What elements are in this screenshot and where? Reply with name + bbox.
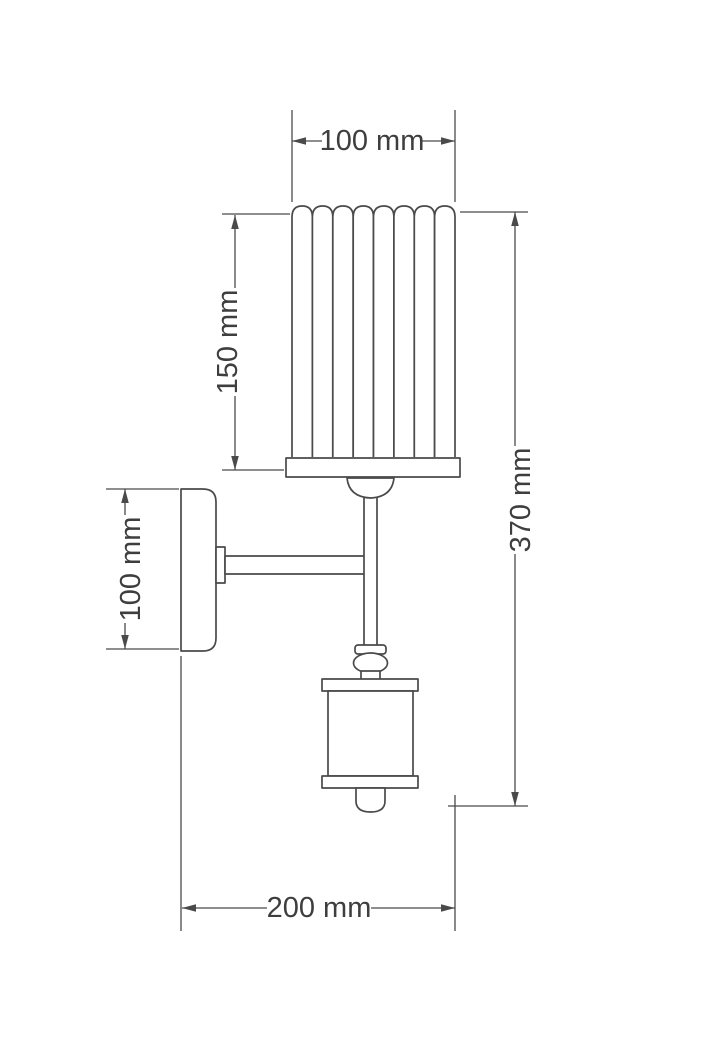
shade-rib bbox=[331, 205, 355, 457]
dim-overall-height: 370 mm bbox=[448, 211, 538, 807]
dim-overall-depth: 200 mm bbox=[180, 656, 456, 931]
arrowhead-down bbox=[121, 635, 129, 649]
shade-rib bbox=[413, 205, 436, 457]
dim-backplate-height: 100 mm bbox=[106, 488, 179, 650]
arrowhead-right bbox=[441, 137, 455, 145]
dim-shade-height: 150 mm bbox=[211, 213, 290, 471]
sconce-line-art bbox=[180, 205, 461, 813]
shade-rib bbox=[433, 205, 456, 457]
stem bbox=[363, 496, 378, 648]
canister-body bbox=[327, 690, 414, 777]
shade-rib bbox=[372, 205, 395, 457]
arrowhead-up bbox=[511, 212, 519, 226]
dimension-annotations: 100 mm 150 mm 370 mm bbox=[106, 110, 538, 931]
arrowhead-right bbox=[441, 904, 455, 912]
dim-label-overall-height: 370 mm bbox=[505, 448, 537, 553]
arm-flange bbox=[215, 546, 226, 584]
dim-shade-width: 100 mm bbox=[291, 110, 456, 202]
canister-bottom-cap bbox=[321, 775, 419, 789]
shade-rib bbox=[291, 205, 314, 457]
shade-base-plate bbox=[285, 457, 461, 478]
wall-backplate bbox=[180, 488, 217, 652]
arrowhead-left bbox=[292, 137, 306, 145]
dim-label-shade-height: 150 mm bbox=[212, 290, 244, 395]
dim-label-backplate-height: 100 mm bbox=[115, 517, 147, 622]
ribbed-shade bbox=[291, 205, 456, 457]
bottom-canister bbox=[321, 678, 419, 813]
arrowhead-down bbox=[511, 792, 519, 806]
arrowhead-up bbox=[231, 215, 239, 229]
finial-bulb bbox=[352, 652, 389, 674]
dim-label-overall-depth: 200 mm bbox=[267, 892, 372, 924]
bottom-knob bbox=[355, 787, 386, 813]
shade-rib bbox=[352, 205, 375, 457]
dim-label-shade-width: 100 mm bbox=[320, 125, 425, 157]
shade-rib bbox=[311, 205, 334, 457]
arrowhead-left bbox=[182, 904, 196, 912]
stem-finial bbox=[352, 644, 389, 681]
canister-top-cap bbox=[321, 678, 419, 692]
shade-rib bbox=[393, 205, 416, 457]
arm bbox=[224, 555, 366, 575]
candle-cup bbox=[346, 477, 395, 499]
arrowhead-up bbox=[121, 489, 129, 503]
arrowhead-down bbox=[231, 456, 239, 470]
